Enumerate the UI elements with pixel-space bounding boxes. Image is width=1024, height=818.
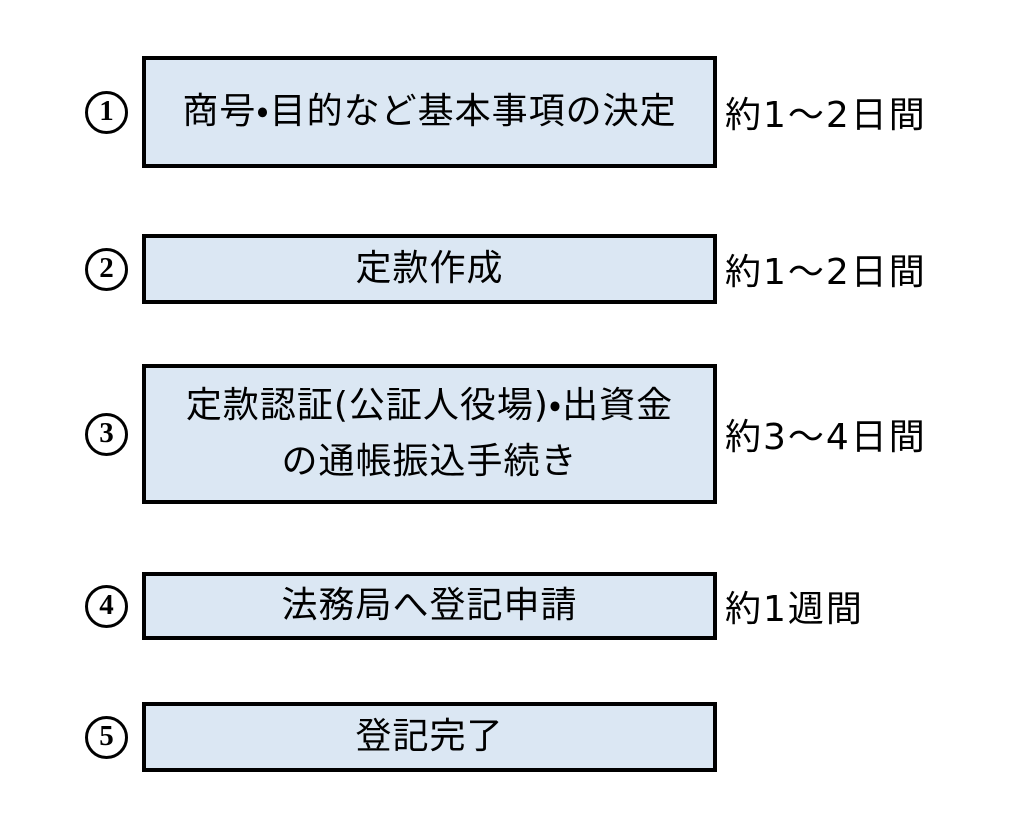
step-box-4: 法務局へ登記申請 bbox=[142, 572, 717, 640]
step-box-1: 商号・目的など基本事項の決定 bbox=[142, 56, 717, 168]
step-number-3: 3 bbox=[99, 416, 114, 449]
step-row-4: 4 法務局へ登記申請 約1週間 bbox=[85, 572, 864, 640]
step-number-4: 4 bbox=[99, 588, 114, 621]
step-number-badge-1: 1 bbox=[85, 90, 128, 134]
step-label-3: 定款認証(公証人役場)・出資金 の通帳振込手続き bbox=[185, 385, 674, 482]
step-number-badge-3: 3 bbox=[85, 412, 128, 456]
step-number-5: 5 bbox=[99, 719, 114, 752]
step-duration-4: 約1週間 bbox=[725, 589, 864, 630]
step-row-1: 1 商号・目的など基本事項の決定 約1～2日間 bbox=[85, 56, 927, 168]
step-box-2: 定款作成 bbox=[142, 234, 717, 304]
step-label-5: 登記完了 bbox=[355, 716, 504, 758]
step-row-2: 2 定款作成 約1～2日間 bbox=[85, 234, 927, 304]
step-number-1: 1 bbox=[99, 94, 114, 127]
step-duration-2: 約1～2日間 bbox=[725, 252, 927, 293]
step-label-1: 商号・目的など基本事項の決定 bbox=[182, 91, 677, 133]
step-row-3: 3 定款認証(公証人役場)・出資金 の通帳振込手続き 約3～4日間 bbox=[85, 364, 927, 504]
step-duration-1: 約1～2日間 bbox=[725, 95, 927, 136]
step-number-badge-5: 5 bbox=[85, 715, 128, 759]
step-number-badge-2: 2 bbox=[85, 247, 128, 291]
step-duration-3: 約3～4日間 bbox=[725, 417, 927, 458]
step-box-5: 登記完了 bbox=[142, 702, 717, 772]
step-number-badge-4: 4 bbox=[85, 584, 128, 628]
step-number-2: 2 bbox=[99, 251, 114, 284]
step-label-2: 定款作成 bbox=[355, 248, 504, 290]
step-box-3: 定款認証(公証人役場)・出資金 の通帳振込手続き bbox=[142, 364, 717, 504]
step-row-5: 5 登記完了 bbox=[85, 702, 725, 772]
step-label-4: 法務局へ登記申請 bbox=[281, 585, 578, 627]
